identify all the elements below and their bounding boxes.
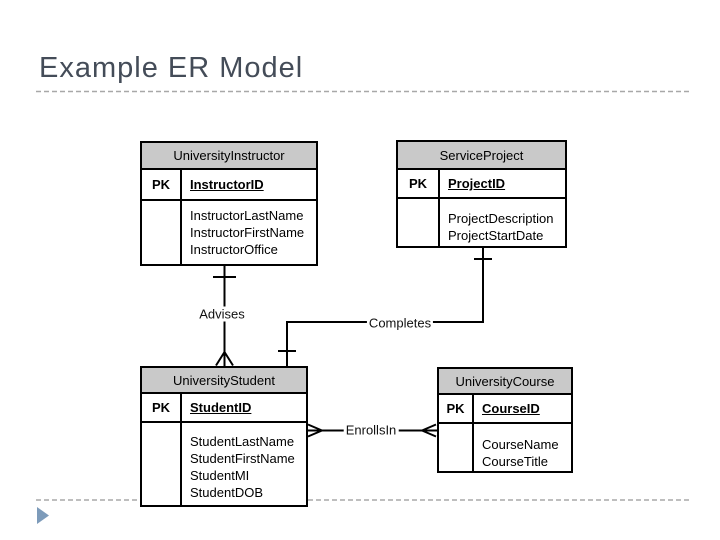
entity-header: UniversityStudent — [142, 368, 306, 394]
entity-table-university-instructor: UniversityInstructor PK InstructorID Ins… — [140, 141, 318, 266]
relationship-label-enrollsin: EnrollsIn — [343, 422, 399, 438]
attribute: CourseTitle — [482, 454, 548, 469]
pk-label: PK — [142, 170, 182, 201]
attribute-list: ProjectDescription ProjectStartDate — [440, 199, 565, 246]
entity-table-university-student: UniversityStudent PK StudentID StudentLa… — [140, 366, 308, 507]
attribute: CourseName — [482, 437, 559, 452]
attr-gutter — [142, 201, 182, 264]
entity-header: UniversityCourse — [439, 369, 571, 395]
pk-label: PK — [439, 395, 474, 424]
entity-table-service-project: ServiceProject PK ProjectID ProjectDescr… — [396, 140, 567, 248]
pk-label: PK — [142, 394, 182, 423]
attr-gutter — [142, 423, 182, 505]
attribute: StudentMI — [190, 468, 250, 483]
pk-label: PK — [398, 170, 440, 199]
pk-field: ProjectID — [440, 170, 565, 199]
enrollsin-crows-foot-student — [307, 423, 323, 438]
pk-field: InstructorID — [182, 170, 316, 201]
attr-gutter — [439, 424, 474, 471]
pk-field: CourseID — [474, 395, 571, 424]
pk-field-text: StudentID — [190, 400, 252, 415]
footer-arrow-icon — [37, 507, 49, 524]
attribute: ProjectDescription — [448, 211, 554, 226]
attribute: StudentDOB — [190, 485, 263, 500]
attribute-list: CourseName CourseTitle — [474, 424, 571, 471]
relationship-label-advises: Advises — [197, 306, 247, 322]
pk-field-text: CourseID — [482, 401, 540, 416]
attribute: InstructorLastName — [190, 208, 304, 223]
attribute: StudentFirstName — [190, 451, 295, 466]
pk-field: StudentID — [182, 394, 306, 423]
attribute: InstructorFirstName — [190, 225, 305, 240]
attribute: StudentLastName — [190, 434, 295, 449]
attr-gutter — [398, 199, 440, 246]
advises-crows-foot — [215, 351, 234, 367]
slide-title: Example ER Model — [39, 52, 304, 84]
attribute: ProjectStartDate — [448, 228, 544, 243]
attribute-list: InstructorLastName InstructorFirstName I… — [182, 201, 316, 264]
attribute-list: StudentLastName StudentFirstName Student… — [182, 423, 306, 505]
enrollsin-crows-foot-course — [421, 423, 437, 438]
entity-header: UniversityInstructor — [142, 143, 316, 170]
entity-table-university-course: UniversityCourse PK CourseID CourseName … — [437, 367, 573, 473]
pk-field-text: ProjectID — [448, 176, 506, 191]
attribute: InstructorOffice — [190, 242, 278, 257]
entity-header: ServiceProject — [398, 142, 565, 170]
relationship-label-completes: Completes — [366, 315, 434, 331]
pk-field-text: InstructorID — [190, 177, 264, 192]
